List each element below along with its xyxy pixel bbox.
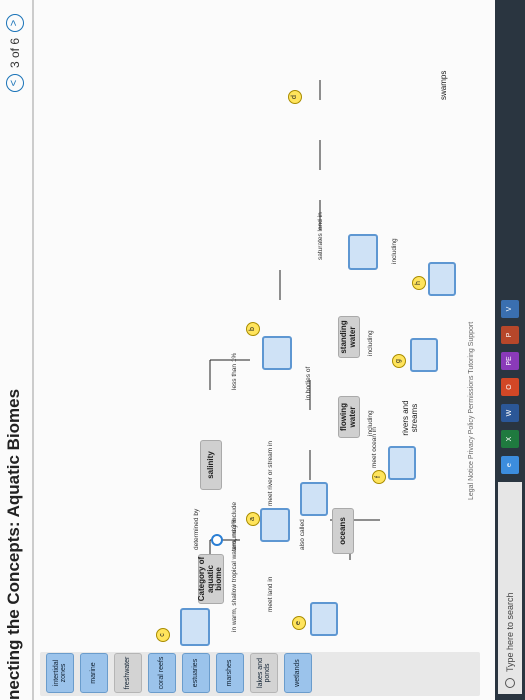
oceans-box: oceans	[332, 508, 354, 554]
drop-slot-a[interactable]	[260, 508, 290, 542]
excel-icon[interactable]: X	[501, 430, 519, 448]
drop-slot-b[interactable]	[262, 336, 292, 370]
label-including-3: including	[391, 238, 398, 264]
salinity-box: salinity	[200, 440, 222, 490]
swamps-label: swamps	[439, 70, 448, 100]
badge-b: b	[246, 322, 260, 336]
label-meet-land: meet land in	[267, 576, 274, 612]
badge-c: c	[156, 628, 170, 642]
root-category-box: Category of aquatic biome	[197, 554, 224, 604]
flowing-water-box: flowing water	[338, 396, 360, 438]
label-warm: in warm, shallow tropical waters, may in…	[231, 501, 238, 632]
label-less-than: less than 1%	[231, 352, 238, 390]
word-icon[interactable]: W	[501, 404, 519, 422]
badge-f: f	[372, 470, 386, 484]
drop-slot-f-left[interactable]	[300, 482, 328, 516]
edge-icon[interactable]: e	[501, 456, 519, 474]
label-determined-by: determined by	[193, 508, 200, 550]
taskbar-search[interactable]: Type here to search	[498, 482, 522, 694]
label-meet-river: meet river or stream in	[267, 440, 274, 506]
visio-icon[interactable]: V	[501, 300, 519, 318]
taskbar: Type here to search e X W O PE P V	[495, 0, 525, 700]
badge-h: h	[412, 276, 426, 290]
outlook-icon[interactable]: O	[501, 378, 519, 396]
search-placeholder: Type here to search	[505, 592, 515, 672]
drop-slot-d[interactable]	[348, 234, 378, 270]
search-icon	[505, 678, 515, 688]
label-bodies: in bodies of	[305, 366, 312, 400]
badge-d: d	[288, 90, 302, 104]
drop-slot-c[interactable]	[180, 608, 210, 646]
footer-links: Legal Notice Privacy Policy Permissions …	[468, 321, 475, 500]
label-including-2: including	[367, 330, 374, 356]
label-including-1: including	[367, 410, 374, 436]
powerpoint-icon[interactable]: P	[501, 326, 519, 344]
drop-slot-g[interactable]	[410, 338, 438, 372]
badge-g: g	[392, 354, 406, 368]
rivers-and-streams: rivers and streams	[401, 400, 419, 436]
pe-icon[interactable]: PE	[501, 352, 519, 370]
standing-water-box: standing water	[338, 316, 360, 358]
label-also-called: also called	[299, 519, 306, 550]
drop-slot-e[interactable]	[310, 602, 338, 636]
link-dot	[211, 534, 223, 546]
drop-slot-f[interactable]	[388, 446, 416, 480]
drop-slot-h[interactable]	[428, 262, 456, 296]
label-saturates: saturates land in	[317, 212, 324, 260]
badge-a: a	[246, 512, 260, 526]
badge-e: e	[292, 616, 306, 630]
